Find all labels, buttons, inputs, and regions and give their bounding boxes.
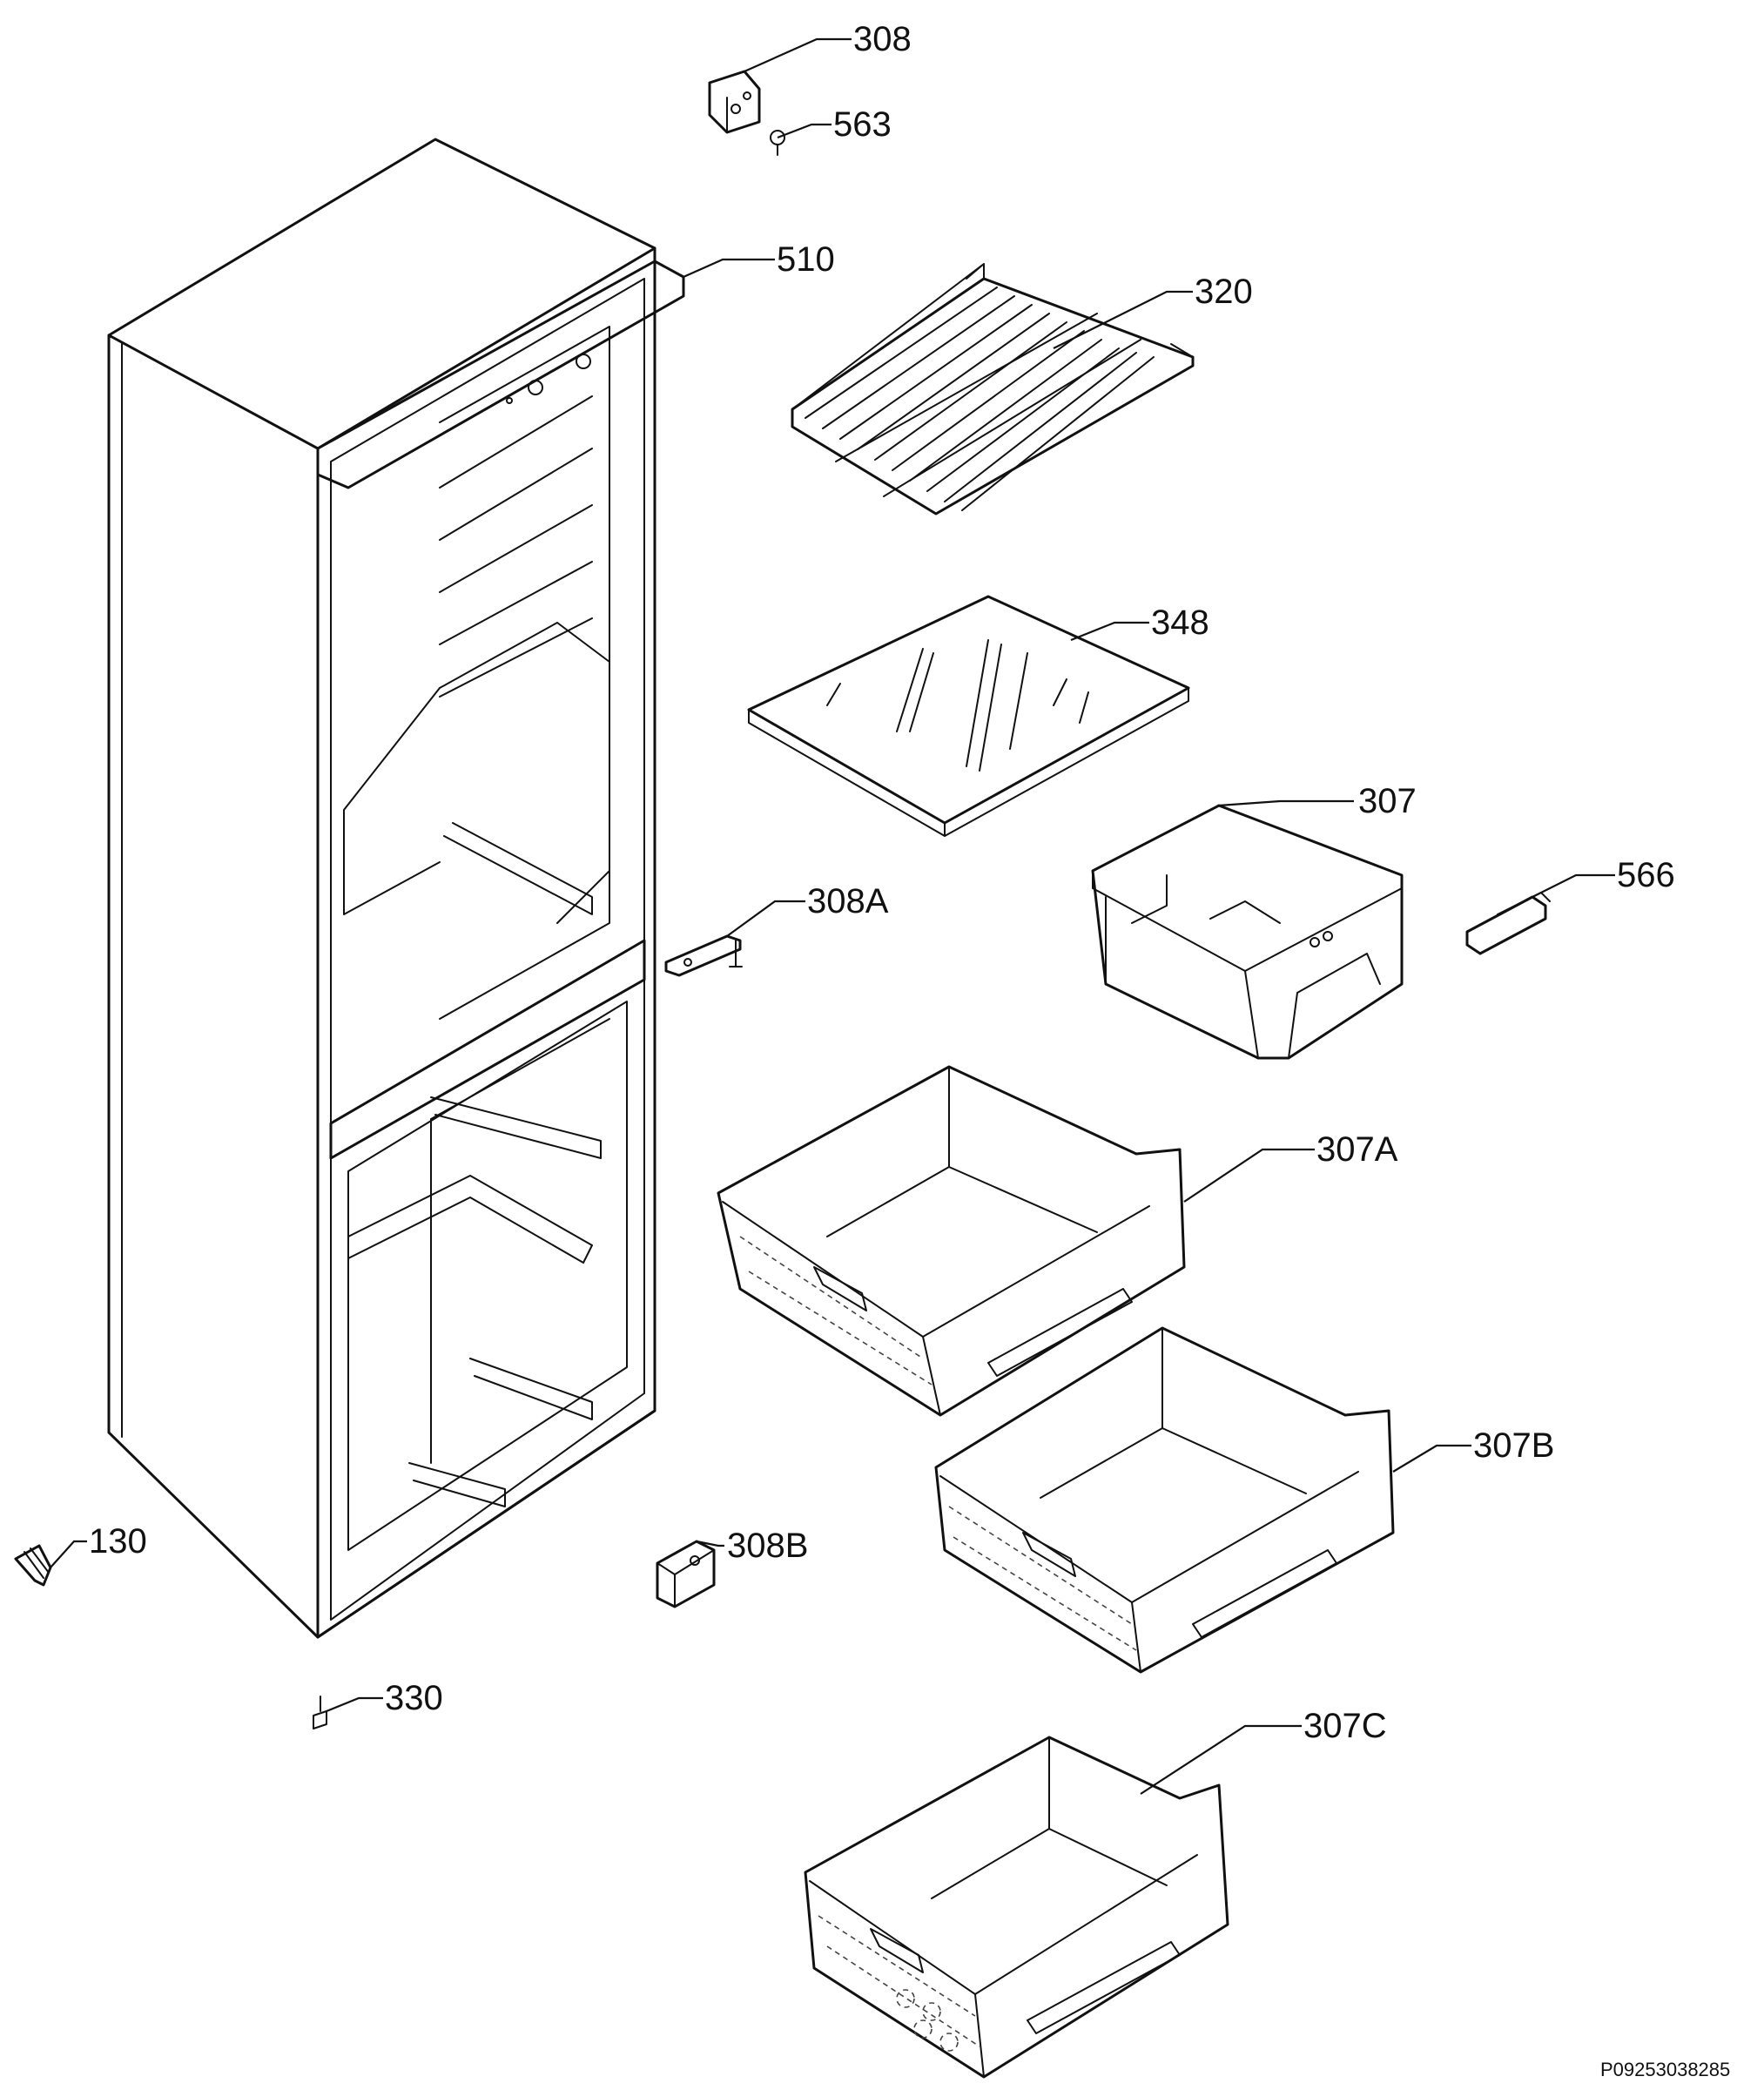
callout-563: 563: [833, 105, 892, 144]
part-307c-freezer-drawer: [804, 1736, 1229, 2079]
callout-348: 348: [1151, 603, 1209, 642]
callout-308a: 308A: [807, 882, 889, 920]
callout-307: 307: [1358, 782, 1417, 820]
part-130-adjustable-foot: [14, 1544, 52, 1587]
part-308b-bottom-hinge: [656, 1540, 716, 1608]
part-566-clip: [1465, 892, 1551, 955]
callout-307c: 307C: [1303, 1707, 1387, 1745]
callout-307b: 307B: [1473, 1426, 1554, 1465]
callout-510: 510: [777, 240, 835, 279]
part-320-wire-shelf: [791, 263, 1195, 516]
fridge-cabinet: [107, 138, 685, 1639]
part-308-top-hinge: [708, 70, 761, 134]
part-348-glass-shelf: [747, 595, 1190, 837]
callout-308: 308: [853, 20, 912, 58]
part-308a-middle-hinge: [664, 934, 743, 977]
callout-130: 130: [89, 1522, 147, 1561]
callout-330: 330: [385, 1679, 443, 1717]
leader-lines: [50, 37, 1615, 1795]
part-330-screw: [313, 1696, 327, 1729]
callout-320: 320: [1195, 273, 1253, 311]
part-563-screw: [770, 130, 785, 156]
part-307a-freezer-drawer: [717, 1065, 1186, 1417]
part-307b-freezer-drawer: [934, 1326, 1395, 1674]
part-307-door-bin: [1091, 804, 1404, 1060]
callout-307a: 307A: [1316, 1130, 1398, 1169]
callout-566: 566: [1617, 856, 1675, 894]
document-code: P09253038285: [1600, 2059, 1730, 2080]
callout-308b: 308B: [727, 1527, 808, 1565]
